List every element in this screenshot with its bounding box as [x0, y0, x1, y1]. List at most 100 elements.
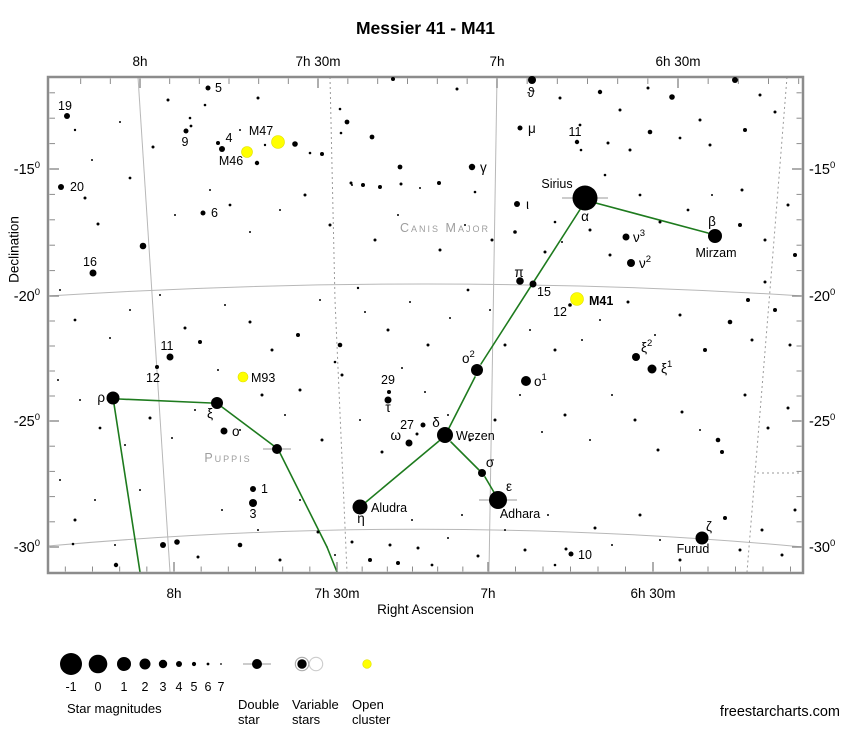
- meridian-line: [137, 76, 171, 573]
- star-dot: [597, 89, 603, 95]
- star-dot: [351, 184, 353, 186]
- star-dot: [328, 223, 332, 227]
- star-dot: [638, 193, 642, 197]
- legend-variable-dot: [297, 659, 307, 669]
- star-dot: [633, 418, 637, 422]
- constellation-line: [279, 452, 328, 548]
- star-dot: [194, 409, 196, 411]
- star-dot: [260, 393, 264, 397]
- star-dot: [174, 539, 180, 545]
- legend-cluster-label: Open: [352, 697, 384, 712]
- ra-tick-label: 6h 30m: [655, 54, 700, 69]
- star-dot: [476, 554, 480, 558]
- legend-variable-empty: [308, 656, 324, 672]
- star-dot: [96, 222, 100, 226]
- star-dot: [461, 514, 463, 516]
- star-dot: [384, 396, 392, 404]
- star-dot: [627, 259, 635, 267]
- star-dot: [298, 388, 302, 392]
- star-dot: [415, 432, 419, 436]
- star-dot: [79, 399, 81, 401]
- star-dot: [574, 139, 580, 145]
- star-label: Aludra: [371, 501, 407, 515]
- star-dot: [151, 145, 155, 149]
- star-dot: [349, 181, 353, 185]
- star-dot: [320, 438, 324, 442]
- legend-magnitude-dot: [117, 657, 131, 671]
- stars-layer: [57, 76, 797, 568]
- star-dot: [678, 558, 682, 562]
- grid-layer: [47, 76, 804, 573]
- legend-title: Star magnitudes: [67, 701, 162, 716]
- ra-tick-label: 7h 30m: [295, 54, 340, 69]
- star-dot: [155, 365, 159, 369]
- star-label: 15: [537, 285, 551, 299]
- star-label: ξ1: [661, 359, 672, 376]
- superscript: 0: [830, 538, 835, 549]
- star-label: δ: [432, 415, 440, 430]
- star-dot: [308, 151, 312, 155]
- ra-tick-label: 6h 30m: [630, 586, 675, 601]
- star-dot: [220, 427, 228, 435]
- chart-frame: [46, 75, 805, 575]
- star-dot: [568, 551, 574, 557]
- star-label: 27: [400, 418, 414, 432]
- star-dot: [564, 547, 568, 551]
- star-label: 10: [578, 548, 592, 562]
- star-dot: [773, 110, 777, 114]
- star-label: 11: [569, 125, 582, 139]
- star-dot: [561, 241, 563, 243]
- superscript: 0: [830, 287, 835, 298]
- constellation-boundary: [329, 76, 348, 573]
- star-dot: [211, 397, 223, 409]
- star-dot: [732, 77, 738, 83]
- star-dot: [568, 303, 572, 307]
- constellation-line: [448, 376, 476, 429]
- declination-line: [47, 528, 804, 548]
- star-dot: [256, 96, 260, 100]
- star-dot: [303, 193, 307, 197]
- ra-tick-label: 7h: [480, 586, 495, 601]
- legend-magnitude-value: 1: [121, 680, 128, 694]
- open-cluster-marker: [237, 371, 249, 383]
- star-dot: [139, 242, 147, 250]
- star-dot: [654, 334, 656, 336]
- star-dot: [493, 418, 497, 422]
- star-dot: [386, 328, 390, 332]
- star-dot: [57, 379, 59, 381]
- star-dot: [632, 353, 640, 361]
- open-cluster-marker: [241, 146, 253, 158]
- star-dot: [387, 390, 391, 394]
- star-label: o1: [534, 372, 547, 389]
- superscript: 0: [35, 287, 40, 298]
- star-dot: [216, 141, 220, 145]
- constellation-line: [365, 440, 440, 503]
- star-dot: [578, 123, 582, 127]
- star-label: 20: [70, 180, 84, 194]
- star-dot: [148, 416, 152, 420]
- star-dot: [320, 152, 324, 156]
- star-dot: [715, 437, 721, 443]
- legend-magnitude-value: 5: [191, 680, 198, 694]
- star-dot: [361, 183, 365, 187]
- star-dot: [401, 367, 403, 369]
- star-dot: [786, 406, 790, 410]
- star-dot: [780, 553, 784, 557]
- star-dot: [340, 373, 344, 377]
- star-dot: [397, 164, 403, 170]
- star-dot: [528, 76, 536, 84]
- superscript: 3: [640, 228, 645, 239]
- star-dot: [59, 289, 61, 291]
- star-label: M47: [249, 124, 273, 138]
- star-dot: [464, 224, 466, 226]
- star-dot: [257, 529, 259, 531]
- star-dot: [113, 562, 119, 568]
- star-dot: [579, 148, 583, 152]
- star-dot: [723, 516, 727, 520]
- star-dot: [114, 544, 116, 546]
- star-dot: [437, 181, 441, 185]
- star-label: 29: [381, 373, 395, 387]
- star-dot: [519, 394, 521, 396]
